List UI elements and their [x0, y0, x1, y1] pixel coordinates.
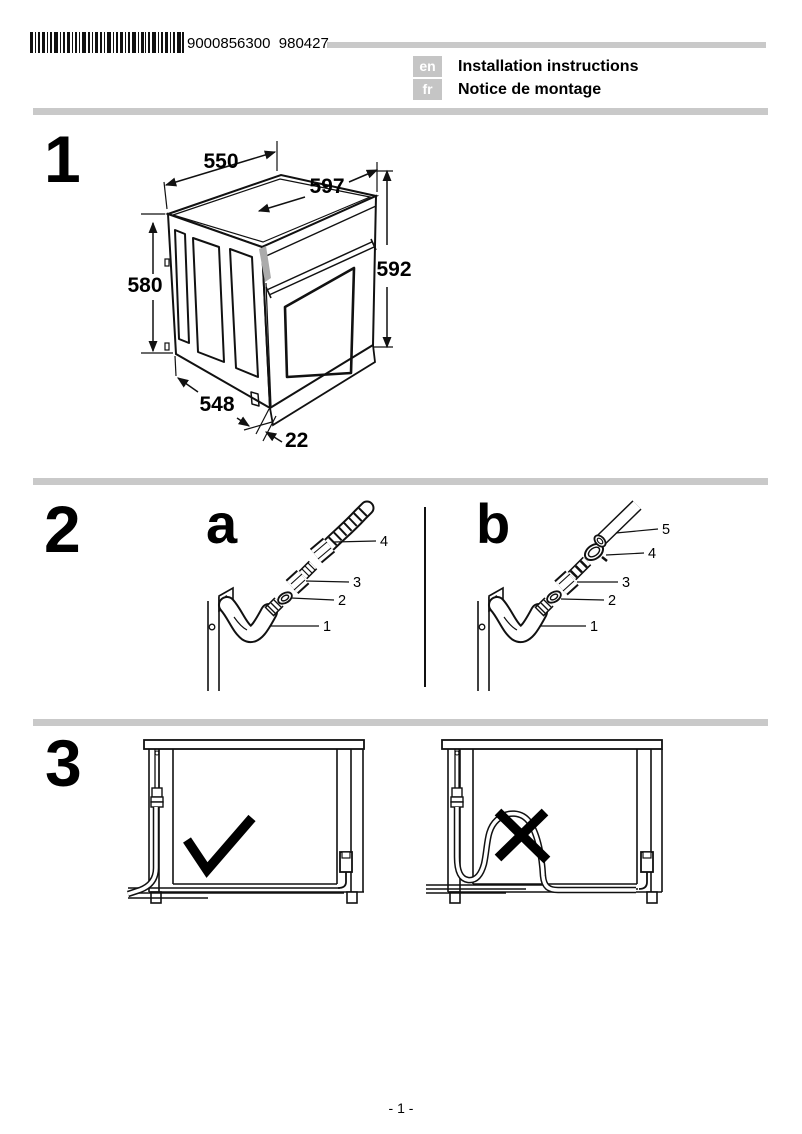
part-label-1b: 1 [590, 619, 598, 635]
barcode-number: 9000856300 980427 [187, 35, 329, 52]
leader-lines [270, 540, 377, 627]
gas-connection-a-diagram: 4 3 2 1 [207, 500, 388, 691]
part-label-5b: 5 [662, 522, 670, 538]
part-2-washer [546, 590, 562, 604]
dimension-labels: 550 597 592 580 548 22 [127, 150, 411, 452]
dim-550: 550 [203, 150, 238, 173]
dim-22: 22 [285, 429, 308, 452]
screw-icon [208, 623, 216, 631]
cables [128, 887, 344, 899]
gas-hose [126, 807, 160, 898]
part-label-3a: 3 [353, 575, 361, 591]
dim-548: 548 [199, 393, 234, 416]
dim-580: 580 [127, 274, 162, 297]
door-window [283, 266, 356, 379]
oven-dimension-diagram: 550 597 592 580 548 22 [127, 141, 412, 452]
title-fr: Notice de montage [458, 81, 602, 98]
routing-incorrect-diagram [426, 739, 663, 904]
part-label-4a: 4 [380, 534, 388, 550]
dimension-lines [141, 141, 393, 443]
door-handle [265, 238, 377, 299]
gas-tap [150, 749, 164, 808]
part-label-3b: 3 [622, 575, 630, 591]
page-number: - 1 - [388, 1100, 414, 1116]
part-label-1a: 1 [323, 619, 331, 635]
screw-icon [478, 623, 486, 631]
dim-592: 592 [376, 258, 411, 281]
part-label-2b: 2 [608, 593, 616, 609]
part-2-washer [277, 591, 293, 605]
title-en: Installation instructions [458, 58, 639, 75]
oven-body [164, 173, 380, 427]
section-divider-3 [33, 719, 768, 726]
hinge-pin-top [164, 258, 170, 267]
section-1-number: 1 [44, 122, 81, 196]
barcode-icon [30, 32, 184, 53]
part-4-hose-fitting [309, 500, 375, 564]
part-label-2a: 2 [338, 593, 346, 609]
mains-plug [638, 851, 654, 890]
part-label-4b: 4 [648, 546, 656, 562]
dim-597: 597 [309, 175, 344, 198]
lang-badge-fr: fr [413, 79, 442, 100]
routing-correct-diagram [126, 739, 365, 904]
section-2-number: 2 [44, 492, 81, 566]
part-1-elbow [217, 595, 284, 643]
variant-b-label: b [476, 492, 511, 555]
leader-lines [540, 528, 659, 627]
hinge-pin-bottom [164, 342, 170, 351]
part-3-adapter [285, 560, 318, 595]
side-vent-slots [174, 229, 260, 407]
variant-separator [424, 507, 426, 687]
part-1-elbow [487, 595, 554, 643]
section-divider-2 [33, 478, 768, 485]
variant-a-label: a [206, 492, 238, 555]
part-5-hose [593, 500, 642, 548]
part-3-barbed-fitting [554, 556, 592, 596]
gas-tap [450, 749, 464, 808]
lang-badge-en: en [413, 56, 442, 77]
header-rule [327, 42, 766, 48]
mains-plug [337, 851, 353, 889]
gas-connection-b-diagram: 5 4 3 2 1 [477, 500, 670, 691]
checkmark-icon [183, 814, 256, 878]
section-3-number: 3 [45, 726, 82, 800]
front-edge-shade [259, 246, 271, 282]
section-divider-1 [33, 108, 768, 115]
gas-hose-looped [453, 807, 636, 894]
cross-icon [494, 808, 551, 864]
